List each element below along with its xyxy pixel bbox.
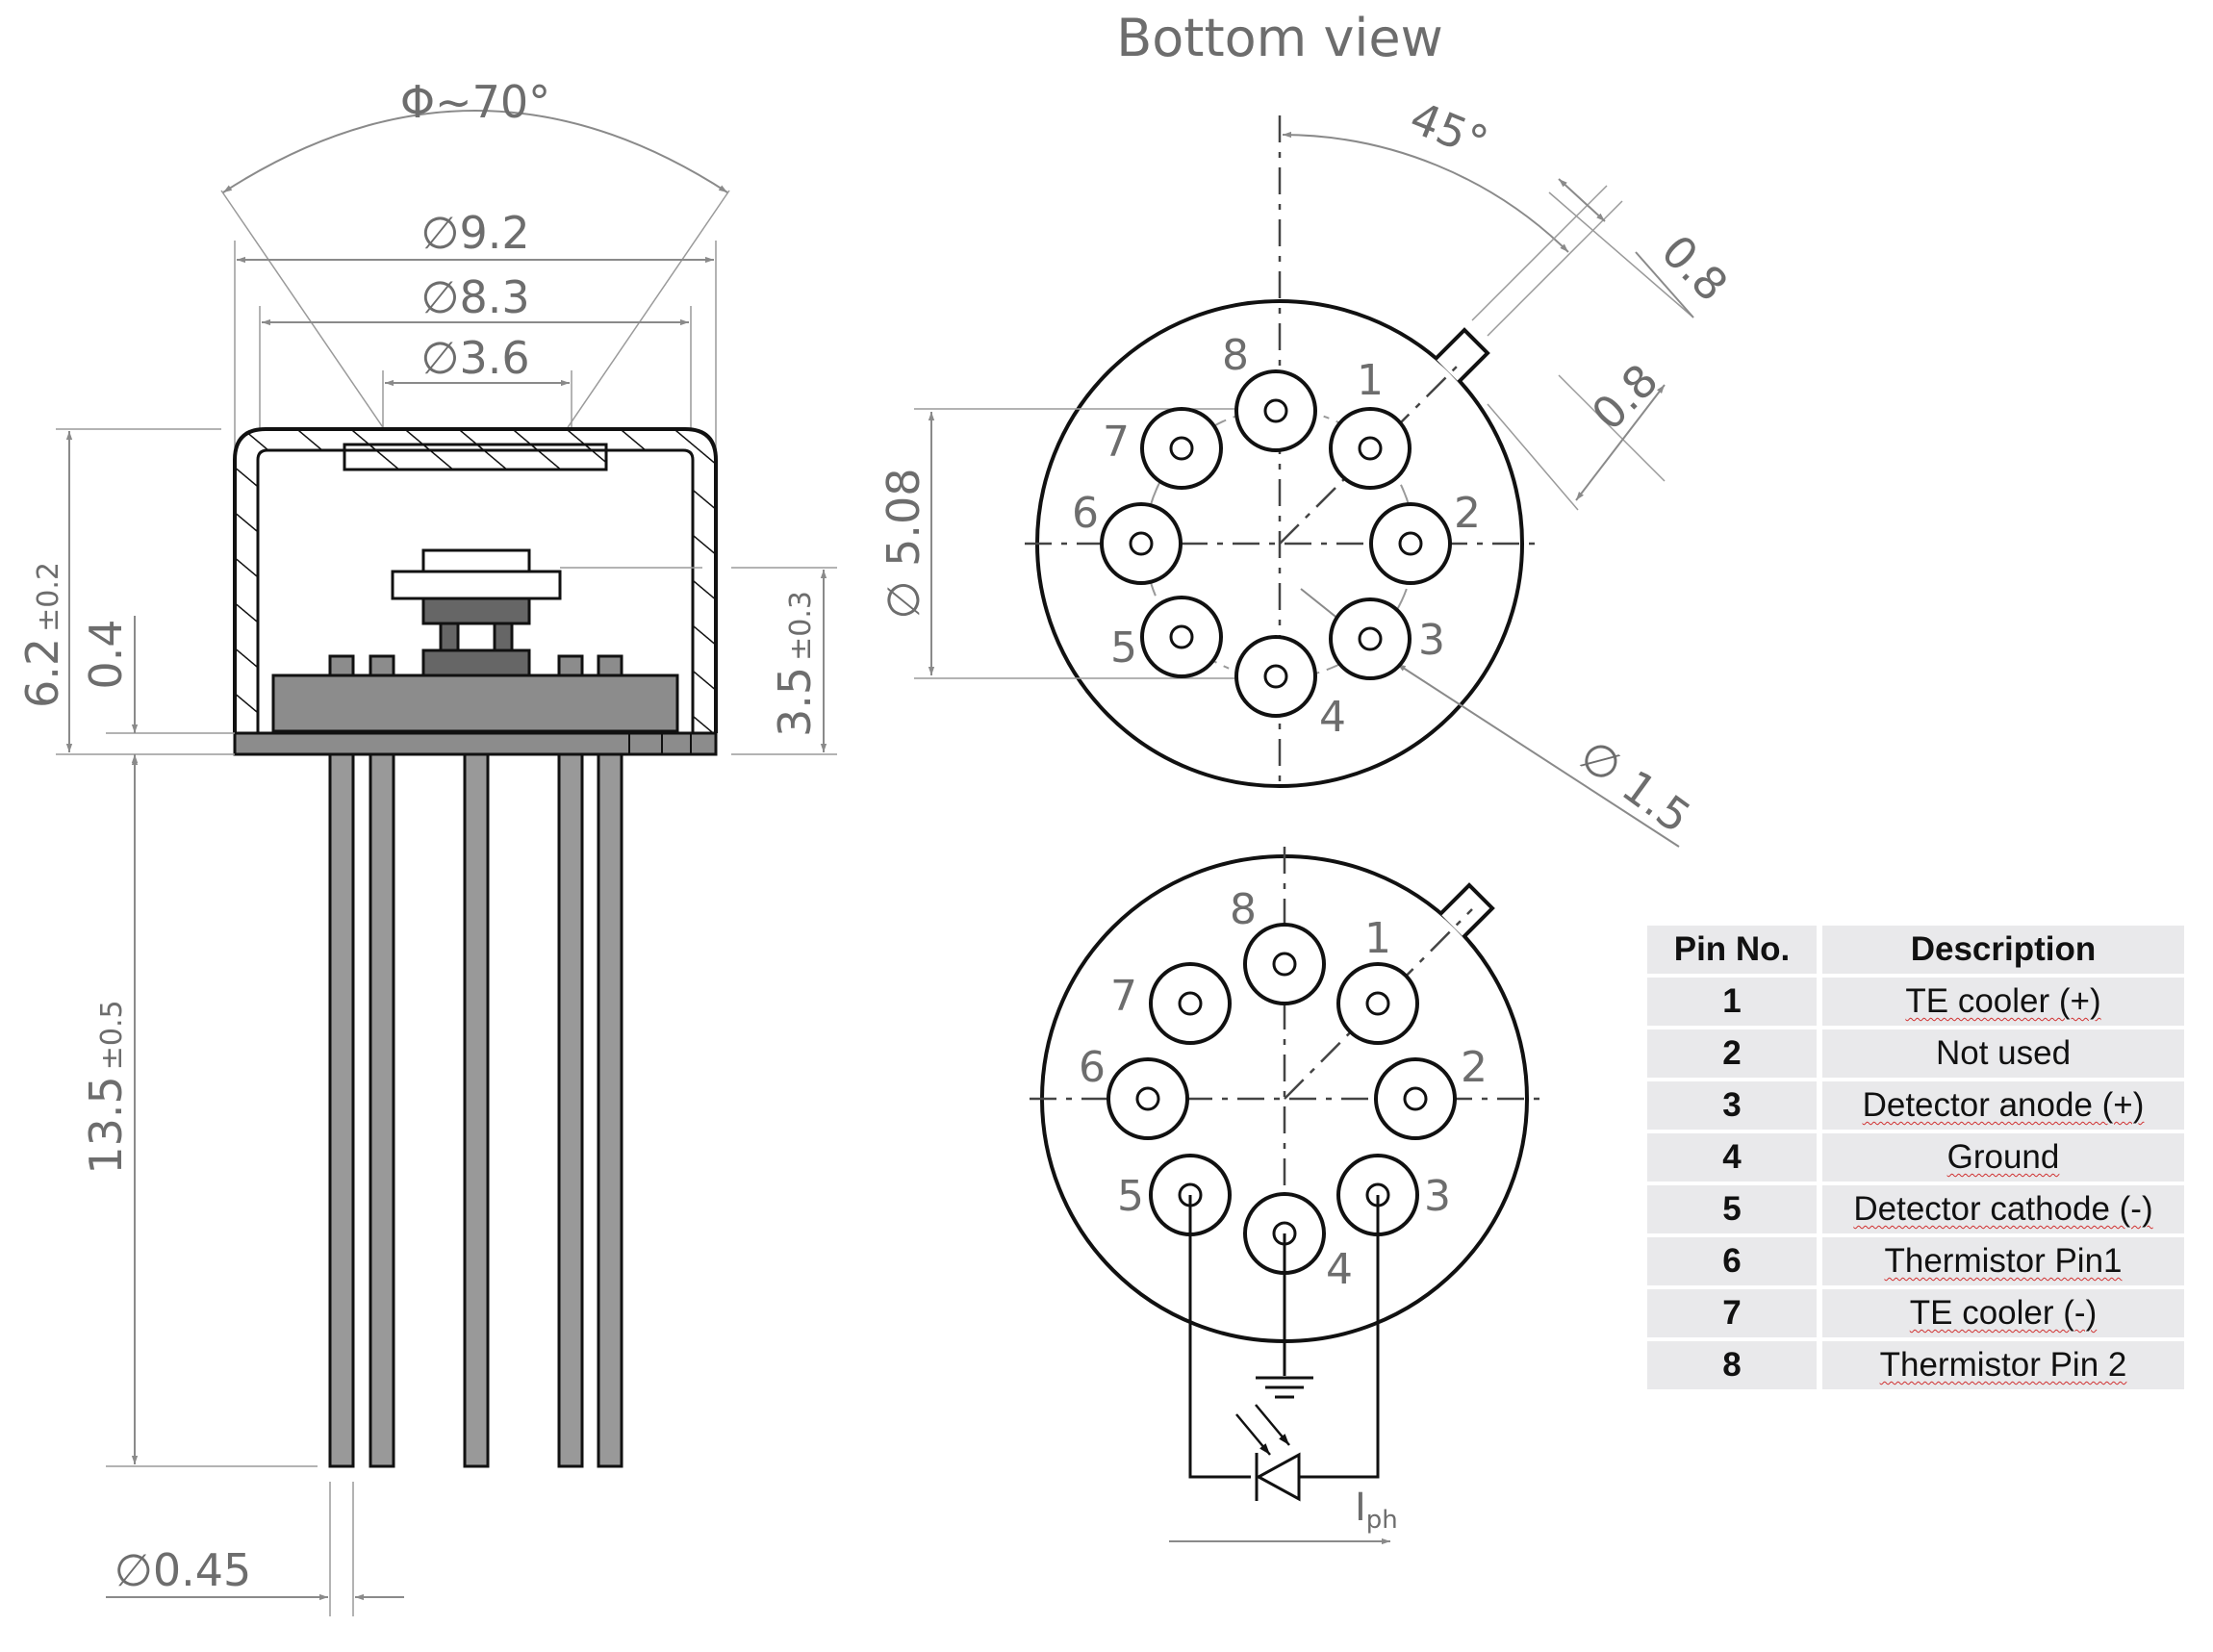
table-row: 5 Detector cathode (-) xyxy=(1647,1185,2184,1233)
pin-label-6: 6 xyxy=(1072,489,1099,538)
pin-label-3: 3 xyxy=(1424,1172,1451,1221)
anode-wire xyxy=(1299,1195,1380,1479)
pin-label-4: 4 xyxy=(1319,693,1346,742)
orientation-tab xyxy=(1434,327,1490,384)
pin-label-8: 8 xyxy=(1230,885,1257,934)
pin-ring-dia-label: ∅ 1.5 xyxy=(1570,729,1700,844)
column-header-pin: Pin No. xyxy=(1647,926,1822,974)
window-dia-label: ∅3.6 xyxy=(420,332,529,384)
pin-8 xyxy=(1234,369,1317,452)
tab-width-label: 0.8 xyxy=(1651,225,1738,312)
ground-symbol xyxy=(1256,1376,1313,1399)
pin-7 xyxy=(1140,407,1223,490)
pin-label-4: 4 xyxy=(1326,1245,1353,1294)
column-header-description: Description xyxy=(1822,926,2184,974)
detector-submount xyxy=(391,570,562,600)
pin-6 xyxy=(1106,1057,1189,1140)
pin-description-cell: Detector anode (+) xyxy=(1822,1081,2184,1130)
te-cooler-top xyxy=(421,597,531,625)
table-row: 8 Thermistor Pin 2 xyxy=(1647,1341,2184,1389)
pin-label-6: 6 xyxy=(1079,1043,1106,1092)
pin-description-cell: Thermistor Pin 2 xyxy=(1822,1341,2184,1389)
pin-label-7: 7 xyxy=(1110,972,1137,1021)
pin-6 xyxy=(1100,502,1183,585)
pin-label-8: 8 xyxy=(1222,331,1249,380)
pin-length-label: 13.5±0.5 xyxy=(80,1000,132,1174)
pin-number-cell: 1 xyxy=(1647,978,1822,1026)
pin-description-cell: Thermistor Pin1 xyxy=(1822,1237,2184,1285)
pin-description-table: Pin No. Description 1 TE cooler (+) 2 No… xyxy=(1647,922,2184,1393)
pin-label-3: 3 xyxy=(1418,616,1445,665)
pin-number-cell: 4 xyxy=(1647,1133,1822,1182)
pin-label-2: 2 xyxy=(1461,1043,1488,1092)
window xyxy=(343,443,608,471)
bottom-view-title: Bottom view xyxy=(1116,8,1443,68)
pin-number-cell: 6 xyxy=(1647,1237,1822,1285)
fov-angle-arc xyxy=(222,110,728,193)
tab-length-label: 0.8 xyxy=(1582,354,1668,441)
pin-2 xyxy=(1374,1057,1457,1140)
tab-angle-arc xyxy=(1282,131,1569,253)
pin-description-cell: Ground xyxy=(1822,1133,2184,1182)
pin-label-1: 1 xyxy=(1357,356,1384,405)
table-header-row: Pin No. Description xyxy=(1647,926,2184,974)
pin-number-cell: 3 xyxy=(1647,1081,1822,1130)
pin-label-5: 5 xyxy=(1117,1172,1144,1221)
pin-7 xyxy=(1149,962,1232,1045)
total-height-label: 6.2±0.2 xyxy=(16,562,68,708)
pin-3 xyxy=(1329,597,1412,680)
cap-outer-dia-label: ∅9.2 xyxy=(420,207,529,259)
cap-wall-section xyxy=(233,427,718,735)
pin-5 xyxy=(1140,596,1223,678)
detector-chip xyxy=(421,548,531,573)
pin-lead xyxy=(369,752,395,1468)
pin-label-1: 1 xyxy=(1364,914,1391,963)
pin-number-cell: 7 xyxy=(1647,1289,1822,1337)
table-row: 3 Detector anode (+) xyxy=(1647,1081,2184,1130)
header-base xyxy=(271,674,679,733)
pin-2 xyxy=(1369,502,1452,585)
pin-number-cell: 2 xyxy=(1647,1029,1822,1078)
pin-label-7: 7 xyxy=(1103,418,1130,467)
detector-height-label: 3.5±0.3 xyxy=(769,591,821,737)
fov-angle-label: Φ~70° xyxy=(400,76,550,128)
pin-lead xyxy=(463,752,490,1468)
flange-thickness-label: 0.4 xyxy=(80,619,132,689)
table-row: 4 Ground xyxy=(1647,1133,2184,1182)
photodiode-symbol xyxy=(1235,1404,1301,1502)
pin-lead xyxy=(557,752,584,1468)
table-row: 1 TE cooler (+) xyxy=(1647,978,2184,1026)
header-flange xyxy=(233,731,718,756)
cathode-wire xyxy=(1188,1195,1251,1479)
pin-lead xyxy=(328,752,355,1468)
cap-inner-dia-label: ∅8.3 xyxy=(420,271,529,323)
side-view: Φ~70° ∅9.2 ∅8.3 ∅3.6 xyxy=(16,76,837,1616)
pin-number-cell: 8 xyxy=(1647,1341,1822,1389)
table-row: 7 TE cooler (-) xyxy=(1647,1289,2184,1337)
pin-description-cell: Not used xyxy=(1822,1029,2184,1078)
photocurrent-label: Iph xyxy=(1355,1486,1398,1535)
pin-description-cell: TE cooler (-) xyxy=(1822,1289,2184,1337)
pin-circle-dia-label: ∅ 5.08 xyxy=(878,468,929,619)
pin-1 xyxy=(1329,407,1412,490)
table-row: 2 Not used xyxy=(1647,1029,2184,1078)
pin-4 xyxy=(1234,635,1317,718)
pin-label-5: 5 xyxy=(1110,623,1137,673)
pin-8 xyxy=(1243,923,1326,1005)
te-cooler-bottom xyxy=(421,648,531,677)
pin-label-2: 2 xyxy=(1454,489,1481,538)
pin-description-cell: Detector cathode (-) xyxy=(1822,1185,2184,1233)
pin-diameter-label: ∅0.45 xyxy=(114,1544,252,1596)
pin-number-cell: 5 xyxy=(1647,1185,1822,1233)
pin-lead xyxy=(597,752,623,1468)
bottom-view: Bottom view 45° 0.8 0.8 ∅ 5.08 ∅ 1.5 xyxy=(878,8,1738,848)
circuit-view: 1 2 3 4 5 6 7 8 Iph xyxy=(1030,847,1539,1545)
pin-1 xyxy=(1336,962,1419,1045)
table-row: 6 Thermistor Pin1 xyxy=(1647,1237,2184,1285)
pin-description-cell: TE cooler (+) xyxy=(1822,978,2184,1026)
